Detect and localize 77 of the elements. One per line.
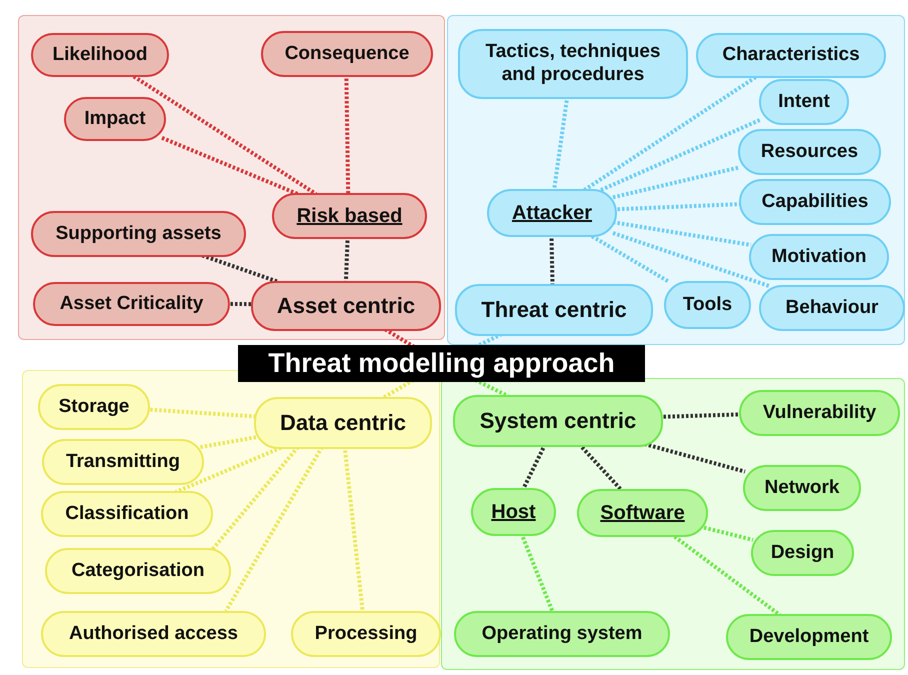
category-panel <box>441 378 905 670</box>
topic-label: Transmitting <box>66 450 180 474</box>
topic-label: Software <box>600 501 685 525</box>
dotted-connector <box>612 231 770 288</box>
topic-pill <box>577 489 708 537</box>
topic-label: Categorisation <box>71 560 205 582</box>
topic-pill <box>31 211 246 257</box>
topic-pill <box>254 397 432 449</box>
topic-pill <box>291 611 441 657</box>
topic-pill <box>64 97 166 141</box>
topic-label: Host <box>491 500 536 524</box>
topic-label: Development <box>749 626 869 648</box>
topic-pill <box>41 491 213 537</box>
topic-label: Attacker <box>512 201 592 225</box>
topic-pill <box>454 611 670 657</box>
topic-label: Tactics, techniques and procedures <box>484 41 662 87</box>
topic-label: Processing <box>314 622 418 646</box>
category-panel <box>447 15 905 345</box>
topic-label: Vulnerability <box>762 402 876 424</box>
topic-label: Asset centric <box>276 292 416 320</box>
category-panel <box>18 15 445 340</box>
topic-pill <box>455 284 653 336</box>
topic-pill <box>738 129 881 175</box>
topic-label: System centric <box>480 408 636 434</box>
topic-pill <box>759 285 905 331</box>
central-topic <box>238 345 645 382</box>
topic-pill <box>38 384 150 430</box>
dotted-connector <box>612 165 740 200</box>
topic-pill <box>41 611 266 657</box>
topic-title: Threat modelling approach <box>268 348 615 379</box>
topic-label: Capabilities <box>762 190 868 214</box>
topic-label: Network <box>764 476 840 500</box>
topic-pill <box>759 79 849 125</box>
topic-label: Data centric <box>280 410 406 436</box>
topic-pill <box>696 33 886 78</box>
topic-pill <box>458 29 688 99</box>
topic-label: Threat centric <box>481 296 627 324</box>
topic-pill <box>739 390 900 436</box>
topic-pill <box>33 282 230 326</box>
topic-pill <box>751 530 854 576</box>
dotted-connector <box>600 118 762 192</box>
topic-pill <box>726 614 892 660</box>
topic-pill <box>471 488 556 536</box>
topic-label: Classification <box>65 502 189 526</box>
dotted-connector <box>200 435 256 450</box>
topic-label: Motivation <box>772 246 866 268</box>
dotted-connector <box>704 526 754 542</box>
topic-pill <box>749 234 889 280</box>
topic-pill <box>453 395 663 447</box>
dotted-connector <box>161 136 298 196</box>
topic-label: Design <box>770 542 834 564</box>
topic-label: Operating system <box>482 622 642 646</box>
dotted-connector <box>644 442 746 474</box>
topic-label: Risk based <box>296 204 402 228</box>
topic-label: Supporting assets <box>56 222 222 246</box>
topic-label: Likelihood <box>52 44 148 66</box>
topic-label: Tools <box>682 294 732 316</box>
topic-pill <box>487 189 617 237</box>
topic-pill <box>45 548 231 594</box>
topic-pill <box>42 439 204 485</box>
topic-label: Characteristics <box>722 44 860 67</box>
topic-pill <box>261 31 433 77</box>
topic-label: Behaviour <box>786 296 878 320</box>
topic-label: Authorised access <box>69 622 238 646</box>
topic-label: Asset Criticality <box>60 292 204 316</box>
dotted-connector <box>612 220 752 247</box>
topic-pill <box>31 33 169 77</box>
topic-pill <box>743 465 861 511</box>
topic-label: Resources <box>760 140 858 164</box>
topic-pill <box>272 193 427 239</box>
topic-label: Storage <box>58 396 130 418</box>
topic-label: Impact <box>84 108 146 130</box>
topic-pill <box>739 179 891 225</box>
topic-pill <box>251 281 441 331</box>
topic-label: Consequence <box>284 42 410 66</box>
topic-label: Intent <box>778 90 830 114</box>
topic-pill <box>664 281 751 329</box>
